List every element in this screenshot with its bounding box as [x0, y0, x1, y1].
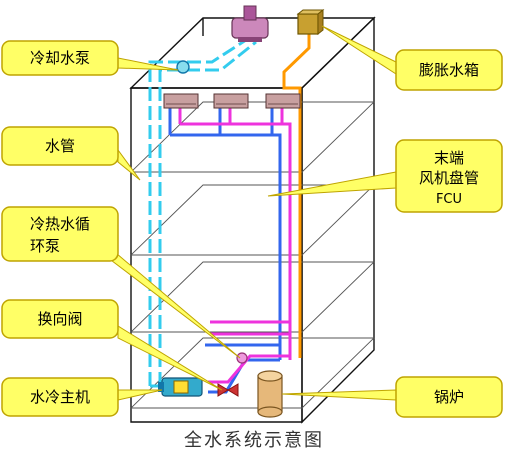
label-cooling-pump: 冷却水泵	[30, 49, 90, 67]
rooftop-fan-unit	[231, 5, 269, 42]
callout-chiller: 水冷主机	[1, 377, 119, 417]
chilled-return-pipes	[178, 108, 292, 384]
expansion-pipe	[282, 32, 311, 358]
fcu-unit-1	[163, 93, 199, 109]
callout-circ-pump: 冷热水循 环泵	[1, 206, 119, 262]
diagram-caption: 全水系统示意图	[184, 430, 324, 451]
magenta-riser	[180, 122, 292, 360]
callout-fcu: 末端 风机盘管 FCU	[395, 139, 503, 213]
expansion-tank	[296, 8, 325, 36]
label-boiler: 锅炉	[434, 388, 464, 406]
callout-boiler: 锅炉	[395, 376, 503, 418]
leader-fcu	[267, 171, 397, 197]
callout-leaders	[93, 25, 397, 401]
chilled-supply-pipes	[168, 108, 282, 394]
floor-slab-3	[129, 184, 376, 256]
blue-bottom	[208, 358, 280, 394]
leader-cooling-pump	[117, 57, 179, 71]
fcu-unit-3	[265, 93, 301, 109]
callout-cooling-pump: 冷却水泵	[1, 40, 119, 76]
label-water-pipe: 水管	[45, 137, 75, 155]
leader-chiller	[117, 389, 163, 401]
blue-riser	[170, 133, 282, 360]
cooling-pipe-return	[158, 40, 257, 386]
chiller-unit	[158, 377, 203, 397]
label-chiller: 水冷主机	[30, 388, 90, 406]
floor-slab-4	[129, 101, 376, 173]
circulation-pump	[236, 352, 248, 364]
label-fcu-line3: FCU	[436, 192, 462, 207]
leader-boiler	[281, 389, 397, 401]
callout-water-pipe: 水管	[1, 126, 119, 166]
boiler-unit	[257, 370, 283, 418]
callout-reversing-valve: 换向阀	[1, 299, 119, 339]
label-circ-pump-line2: 环泵	[30, 237, 60, 255]
leader-water-pipe	[117, 148, 141, 181]
callout-expansion-tank: 膨胀水箱	[395, 49, 503, 91]
magenta-bottom	[208, 354, 290, 384]
label-reversing-valve: 换向阀	[37, 310, 82, 328]
fcu-units	[163, 93, 301, 109]
floor-slab-1	[129, 337, 376, 409]
label-circ-pump-line1: 冷热水循	[30, 215, 90, 233]
cooling-pump	[176, 60, 190, 74]
cooling-pipe-supply	[148, 38, 247, 386]
label-fcu-line1: 末端	[434, 149, 464, 167]
fcu-unit-2	[213, 93, 249, 109]
reversing-valve	[217, 383, 239, 397]
label-expansion-tank: 膨胀水箱	[419, 61, 479, 79]
label-fcu-line2: 风机盘管	[419, 169, 479, 187]
floor-slab-2	[129, 261, 376, 333]
